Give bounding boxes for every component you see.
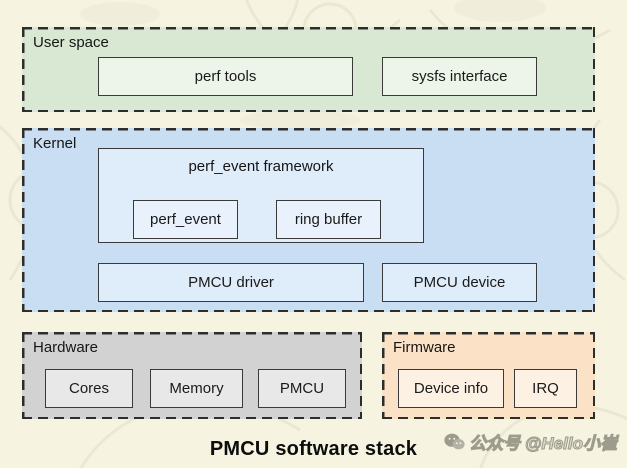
ring-buffer-label: ring buffer (294, 211, 363, 228)
perf-event-box: perf_event (133, 200, 238, 239)
pmcu-device-box: PMCU device (382, 263, 537, 302)
memory-box: Memory (150, 369, 243, 408)
irq-label: IRQ (532, 380, 559, 397)
pmcu-hardware-box: PMCU (258, 369, 346, 408)
ring-buffer-box: ring buffer (276, 200, 381, 239)
section-hardware: Hardware Cores Memory PMCU (22, 332, 362, 419)
wechat-icon (444, 433, 465, 449)
watermark-text: 公众号 @Hello小崔 (469, 434, 618, 454)
diagram-title: PMCU software stack (209, 438, 418, 460)
pmcu-driver-label: PMCU driver (188, 274, 274, 291)
section-kernel: Kernel perf_event framework perf_event r… (22, 128, 595, 312)
kernel-label: Kernel (33, 135, 77, 152)
user-space-label: User space (33, 34, 109, 51)
section-firmware: Firmware Device info IRQ (382, 332, 595, 419)
memory-label: Memory (169, 380, 224, 397)
sysfs-interface-box: sysfs interface (382, 57, 537, 96)
cores-label: Cores (68, 380, 109, 397)
device-info-label: Device info (413, 380, 489, 397)
pmcu-device-label: PMCU device (413, 274, 506, 291)
pmcu-driver-box: PMCU driver (98, 263, 364, 302)
section-user-space: User space perf tools sysfs interface (22, 27, 595, 112)
perf-event-label: perf_event (150, 211, 221, 228)
perf-event-framework-box: perf_event framework perf_event ring buf… (98, 148, 424, 243)
firmware-label: Firmware (393, 339, 456, 356)
perf-tools-label: perf tools (194, 68, 257, 85)
perf-tools-box: perf tools (98, 57, 353, 96)
sysfs-interface-label: sysfs interface (411, 68, 508, 85)
watermark: 公众号 @Hello小崔 (444, 429, 617, 454)
hardware-label: Hardware (33, 339, 99, 356)
irq-box: IRQ (514, 369, 577, 408)
cores-box: Cores (45, 369, 133, 408)
perf-event-framework-label: perf_event framework (188, 158, 334, 175)
pmcu-hardware-label: PMCU (279, 380, 325, 397)
device-info-box: Device info (398, 369, 504, 408)
